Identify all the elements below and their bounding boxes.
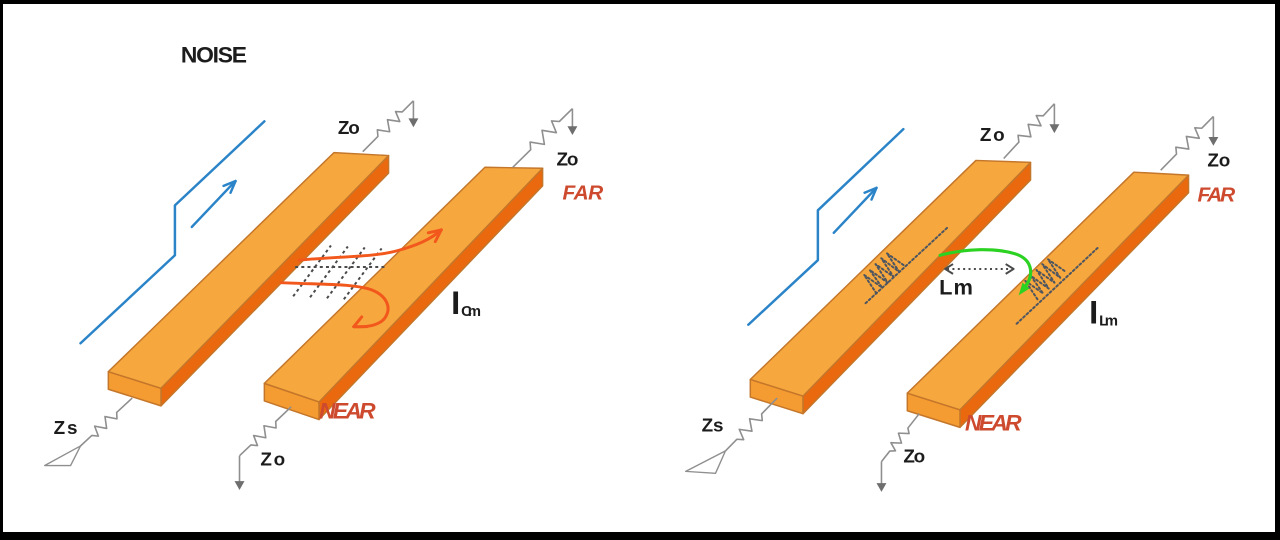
ground-arrow-icon (408, 118, 419, 128)
zo-termination-victim-far (509, 104, 578, 171)
zs-source-aggressor-near (686, 394, 781, 473)
zs-source-aggressor-near (45, 394, 136, 465)
zo-termination-aggressor-far (359, 97, 418, 155)
ground-arrow-icon (1049, 124, 1060, 134)
label-zo-victim-near: Zo (260, 449, 285, 470)
label-ilm-subscript: Lm (1099, 314, 1118, 330)
zo-termination-victim-near (235, 403, 295, 490)
source-triangle-icon (685, 450, 727, 475)
label-zs-source: Zs (702, 414, 724, 435)
zo-termination-victim-far (1157, 113, 1218, 174)
label-zo-victim-far: Zo (557, 148, 579, 169)
label-icm-symbol: I (451, 285, 460, 321)
inductive-coupling-arrow (938, 248, 1033, 296)
right-diagram-inductive: Zo Zo Zo Zs FAR NEAR Lm I Lm (686, 100, 1236, 492)
label-lm: Lm (939, 275, 973, 300)
zo-termination-victim-near (877, 411, 923, 492)
left-diagram-capacitive: Zo Zo Zo Zs FAR NEAR I Cm (45, 97, 604, 490)
diagram-svg: Zo Zo Zo Zs FAR NEAR I Cm (3, 4, 1275, 532)
source-triangle-icon (44, 445, 82, 467)
label-zs-source: Zs (54, 417, 78, 438)
ground-arrow-icon (234, 481, 245, 490)
signal-direction-arrow (832, 186, 878, 235)
aggressor-inductor-coil (863, 226, 949, 305)
label-zo-aggressor-far: Zo (338, 117, 360, 138)
aggressor-trace (749, 159, 1032, 415)
victim-trace (906, 171, 1190, 429)
ground-arrow-icon (567, 126, 578, 136)
label-near-end: NEAR (965, 409, 1022, 435)
signal-direction-arrow (190, 179, 237, 229)
victim-trace (263, 166, 544, 421)
signal-edge-waveform (747, 127, 905, 326)
capacitive-current-arrow-near (279, 281, 390, 329)
page-title: NOISE (181, 42, 248, 68)
label-zo-aggressor-far: Zo (980, 124, 1005, 145)
label-icm-subscript: Cm (461, 304, 481, 320)
label-zo-victim-far: Zo (1207, 149, 1230, 170)
ground-arrow-icon (876, 483, 887, 492)
zo-termination-aggressor-far (1000, 100, 1060, 162)
label-far-end: FAR (1197, 184, 1235, 207)
mutual-inductance-distance-arrow (944, 263, 1015, 275)
capacitive-current-arrow-far (297, 228, 443, 262)
label-far-end: FAR (562, 182, 603, 205)
efield-lines (292, 244, 387, 300)
label-ilm-symbol: I (1089, 295, 1098, 331)
label-zo-victim-near: Zo (903, 446, 925, 467)
victim-inductor-coil (1015, 246, 1100, 325)
ground-arrow-icon (1208, 136, 1219, 146)
aggressor-trace (107, 151, 390, 407)
signal-edge-waveform (79, 120, 266, 345)
label-near-end: NEAR (319, 398, 376, 424)
